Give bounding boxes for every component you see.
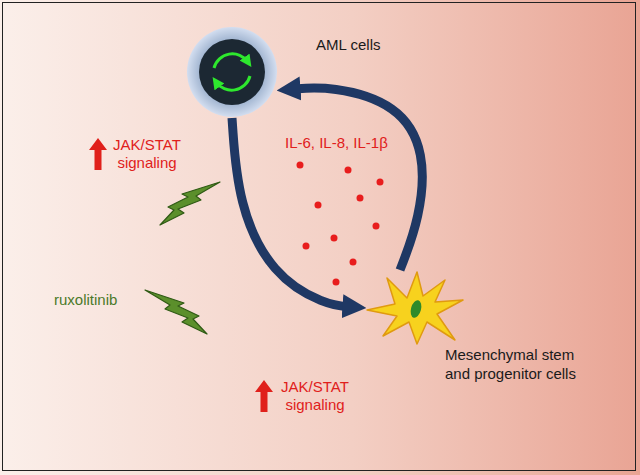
cell-label: AML cells	[316, 36, 380, 55]
mesenchymal-cell: Mesenchymal stem and progenitor cells	[365, 270, 465, 346]
cell-label: Mesenchymal stem and progenitor cells	[445, 346, 595, 384]
stromal-cell-body	[367, 272, 463, 344]
cell-membrane	[187, 27, 277, 117]
pathway-label: JAK/STAT signaling	[274, 378, 356, 414]
cytokine-dots	[297, 162, 384, 286]
cycle-arrow	[214, 54, 248, 68]
signal-arrow	[291, 88, 422, 270]
aml-cell: AML cells	[186, 26, 278, 118]
cycle-arrow	[216, 76, 250, 90]
up-arrow-icon	[89, 138, 273, 412]
pathway-label: JAK/STAT signaling	[106, 136, 188, 172]
cytokine-label: IL-6, IL-8, IL-1β	[285, 134, 388, 152]
drug-label: ruxolitinib	[54, 291, 117, 309]
cell-nucleus	[199, 39, 265, 105]
cell-shape	[186, 26, 278, 118]
lightning-bolt	[145, 182, 220, 334]
cell-shape	[365, 270, 465, 346]
cell-nucleus	[409, 299, 423, 319]
